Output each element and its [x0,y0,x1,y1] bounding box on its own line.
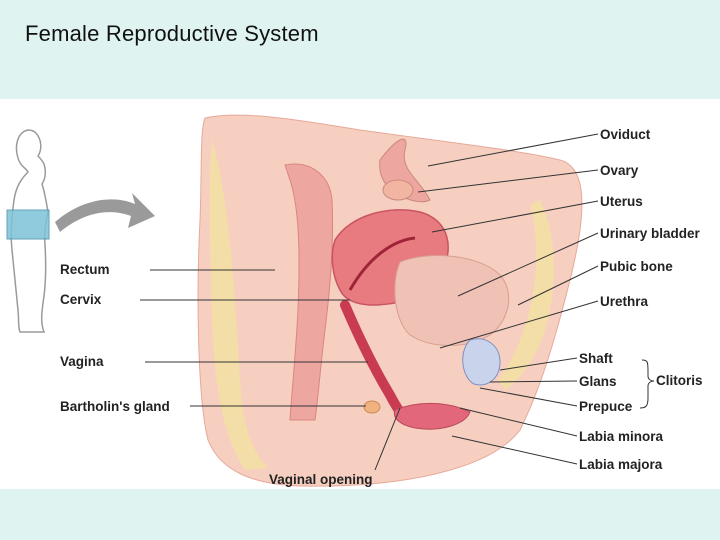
label-prepuce: Prepuce [579,399,633,414]
label-rectum: Rectum [60,262,110,277]
body-silhouette [10,129,49,333]
label-glans: Glans [579,374,617,389]
label-labia-minora: Labia minora [579,429,664,444]
label-oviduct: Oviduct [600,127,651,142]
pelvic-region-highlight [6,209,50,240]
label-clitoris: Clitoris [656,373,703,388]
label-urethra: Urethra [600,294,649,309]
label-urinary-bladder: Urinary bladder [600,226,701,241]
footer-bar [0,489,720,540]
zoom-arrow-icon [55,193,155,232]
label-pubic-bone: Pubic bone [600,259,673,274]
label-cervix: Cervix [60,292,102,307]
label-shaft: Shaft [579,351,613,366]
title-bar: Female Reproductive System [0,0,720,99]
labels: Oviduct Ovary Uterus Urinary bladder Pub… [60,127,703,487]
label-bartholins-gland: Bartholin's gland [60,399,170,414]
label-vaginal-opening: Vaginal opening [269,472,373,487]
label-vagina: Vagina [60,354,104,369]
label-labia-majora: Labia majora [579,457,663,472]
leader-lines [140,133,655,471]
page-title: Female Reproductive System [25,21,319,46]
anatomy-illustration [197,114,583,487]
label-ovary: Ovary [600,163,639,178]
label-uterus: Uterus [600,194,643,209]
